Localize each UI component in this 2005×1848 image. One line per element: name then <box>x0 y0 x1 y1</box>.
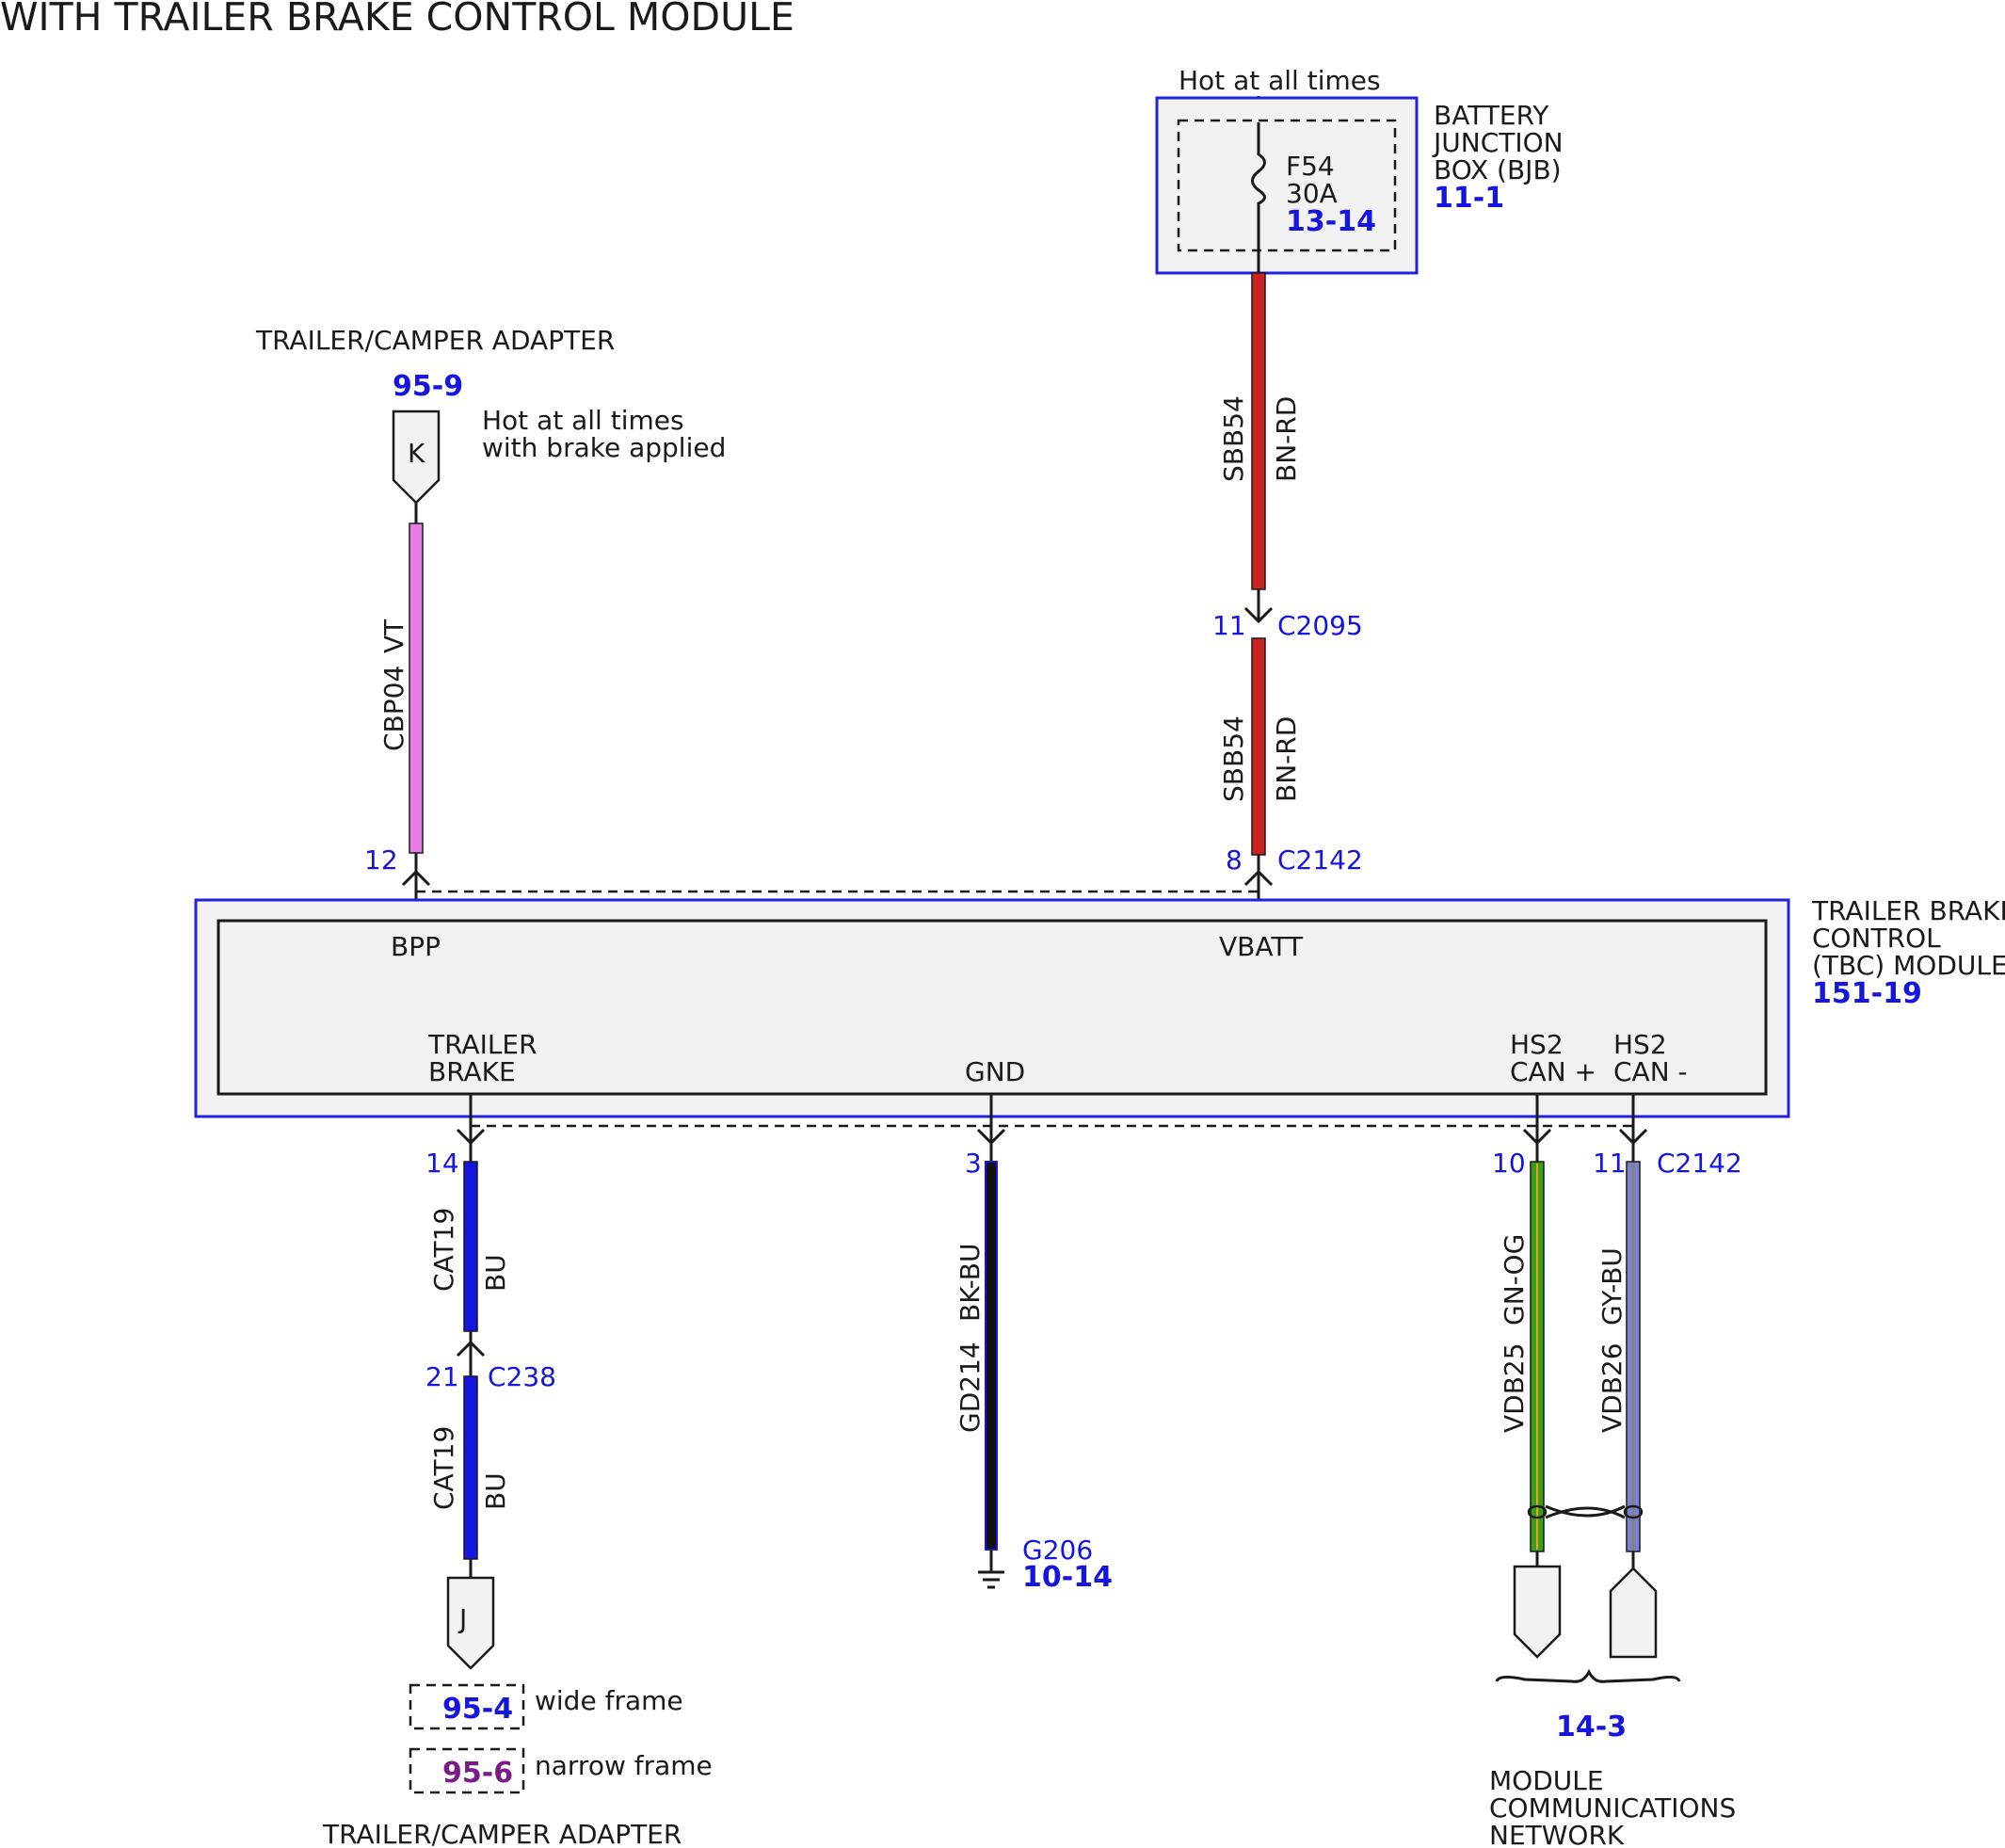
bjb-name-line3: BOX (BJB) <box>1434 154 1562 185</box>
network-name-line1: MODULE <box>1489 1765 1604 1796</box>
network-name-line2: COMMUNICATIONS <box>1489 1792 1736 1824</box>
module-name-line3: (TBC) MODULE <box>1812 950 2005 981</box>
wire-sbb54-lower-circuit: SBB54 <box>1218 715 1249 802</box>
wire-cbp04-color: VT <box>378 619 409 653</box>
c2142-top-bpp-chevron-icon <box>401 869 431 887</box>
module-pin-gnd: GND <box>965 1056 1025 1087</box>
adapter-narrow-frame-box <box>409 1747 525 1794</box>
bjb-name-line2: JUNCTION <box>1432 127 1564 158</box>
c2142-bottom-brake-chevron-icon <box>456 1128 486 1146</box>
c2142-bottom-label[interactable]: C2142 <box>1657 1148 1742 1179</box>
bjb-ref-link[interactable]: 11-1 <box>1434 182 1504 215</box>
fuse-id: F54 <box>1286 151 1335 182</box>
module-name-line1: TRAILER BRAKE <box>1811 895 2005 926</box>
c2142-bottom-pin-brake: 14 <box>425 1148 459 1179</box>
c2142-bottom-gnd-chevron-icon <box>976 1128 1006 1146</box>
wire-vdb26-circuit: VDB26 <box>1596 1342 1628 1433</box>
wire-cbp04[interactable] <box>409 522 424 854</box>
network-terminal-can-minus <box>1609 1567 1658 1659</box>
adapter-top-name: TRAILER/CAMPER ADAPTER <box>255 325 615 356</box>
ground-icon <box>978 1570 1004 1589</box>
adapter-bottom-pin-j-terminal <box>446 1576 495 1670</box>
module-pin-can-minus-line2: CAN - <box>1613 1056 1688 1087</box>
adapter-narrow-frame-label: narrow frame <box>535 1750 713 1781</box>
network-brace <box>1495 1668 1681 1683</box>
c2142-bottom-pin-gnd: 3 <box>965 1148 982 1179</box>
module-pin-vbatt: VBATT <box>1219 931 1304 962</box>
fuse-f54-symbol <box>1251 122 1266 273</box>
network-name-line3: NETWORK <box>1489 1820 1625 1848</box>
wire-cat19-lower-color: BU <box>480 1472 511 1510</box>
adapter-top-pin: K <box>408 438 425 469</box>
adapter-bottom-name: TRAILER/CAMPER ADAPTER <box>322 1819 682 1848</box>
bjb-fuse-area <box>1177 119 1397 252</box>
wire-cat19-upper-circuit: CAT19 <box>428 1208 459 1292</box>
wire-cat19-lower[interactable] <box>463 1375 478 1560</box>
adapter-wide-frame-label: wide frame <box>535 1685 683 1716</box>
adapter-wide-frame-box <box>409 1683 525 1730</box>
fuse-rating: 30A <box>1286 178 1338 209</box>
adapter-wide-frame-ref-link[interactable]: 95-4 <box>442 1693 513 1726</box>
c2142-bottom-pin-can-plus: 10 <box>1492 1148 1526 1179</box>
c2142-top-label[interactable]: C2142 <box>1277 844 1363 876</box>
module-name-line2: CONTROL <box>1812 923 1941 954</box>
twisted-pair-icon <box>1527 1504 1644 1519</box>
module-pin-can-plus-line2: CAN + <box>1510 1056 1596 1087</box>
wire-sbb54-lower[interactable] <box>1251 637 1266 856</box>
wire-cat19-lower-circuit: CAT19 <box>428 1426 459 1510</box>
adapter-top-ref-link[interactable]: 95-9 <box>393 370 463 403</box>
module-ref-link[interactable]: 151-19 <box>1812 977 1922 1010</box>
c2142-bottom-can-plus-chevron-icon <box>1522 1128 1552 1146</box>
wire-sbb54-lower-color: BN-RD <box>1271 716 1302 802</box>
c238-pin: 21 <box>425 1361 459 1392</box>
wire-gd214[interactable] <box>985 1161 998 1551</box>
wire-cbp04-circuit: CBP04 <box>378 666 409 751</box>
c2095-pin: 11 <box>1212 610 1246 641</box>
c238-label[interactable]: C238 <box>488 1361 556 1392</box>
wire-sbb54-upper-color: BN-RD <box>1271 396 1302 482</box>
c2142-top-pin-vbatt: 8 <box>1226 844 1243 876</box>
diagram-title: WITH TRAILER BRAKE CONTROL MODULE <box>0 0 794 40</box>
module-pin-brake-line2: BRAKE <box>428 1056 516 1087</box>
wire-cat19-upper[interactable] <box>463 1161 478 1332</box>
bjb-name-line1: BATTERY <box>1434 100 1549 131</box>
c2142-top-vbatt-chevron-icon <box>1243 869 1274 887</box>
c2142-bottom-can-minus-chevron-icon <box>1618 1128 1648 1146</box>
c2142-top-pin-bpp: 12 <box>364 844 398 876</box>
module-pin-bpp: BPP <box>391 931 441 962</box>
network-terminal-can-plus <box>1513 1565 1562 1659</box>
adapter-narrow-frame-ref-link[interactable]: 95-6 <box>442 1757 513 1790</box>
module-pin-can-minus-line1: HS2 <box>1613 1029 1667 1060</box>
bjb-hot-label: Hot at all times <box>1179 65 1381 96</box>
adapter-bottom-pin: J <box>457 1603 467 1634</box>
tbc-module-inner <box>217 919 1768 1096</box>
adapter-top-pin-k-terminal <box>392 410 441 505</box>
wire-sbb54-upper-circuit: SBB54 <box>1218 395 1249 482</box>
wire-gd214-color: BK-BU <box>954 1244 986 1322</box>
c2142-bottom-pin-can-minus: 11 <box>1593 1148 1627 1179</box>
fuse-ref-link[interactable]: 13-14 <box>1286 205 1376 238</box>
network-ref-link[interactable]: 14-3 <box>1556 1711 1627 1744</box>
bjb-box <box>1155 96 1419 275</box>
wire-vdb26-color: GY-BU <box>1596 1247 1628 1326</box>
module-pin-can-plus-line1: HS2 <box>1510 1029 1564 1060</box>
c2095-label[interactable]: C2095 <box>1277 610 1363 641</box>
ground-ref-link[interactable]: 10-14 <box>1022 1561 1113 1594</box>
module-pin-brake-line1: TRAILER <box>427 1029 537 1060</box>
wire-cat19-upper-color: BU <box>480 1254 511 1292</box>
c2095-chevron-icon <box>1243 606 1274 624</box>
adapter-top-note-line2: with brake applied <box>482 432 726 463</box>
wire-vdb25-circuit: VDB25 <box>1499 1342 1530 1433</box>
c238-chevron-icon <box>456 1340 486 1358</box>
ground-id[interactable]: G206 <box>1022 1535 1093 1566</box>
wire-vdb25-color: GN-OG <box>1499 1234 1530 1326</box>
adapter-top-note-line1: Hot at all times <box>482 405 684 436</box>
wire-gd214-circuit: GD214 <box>954 1342 986 1433</box>
wire-sbb54-upper[interactable] <box>1251 272 1266 590</box>
